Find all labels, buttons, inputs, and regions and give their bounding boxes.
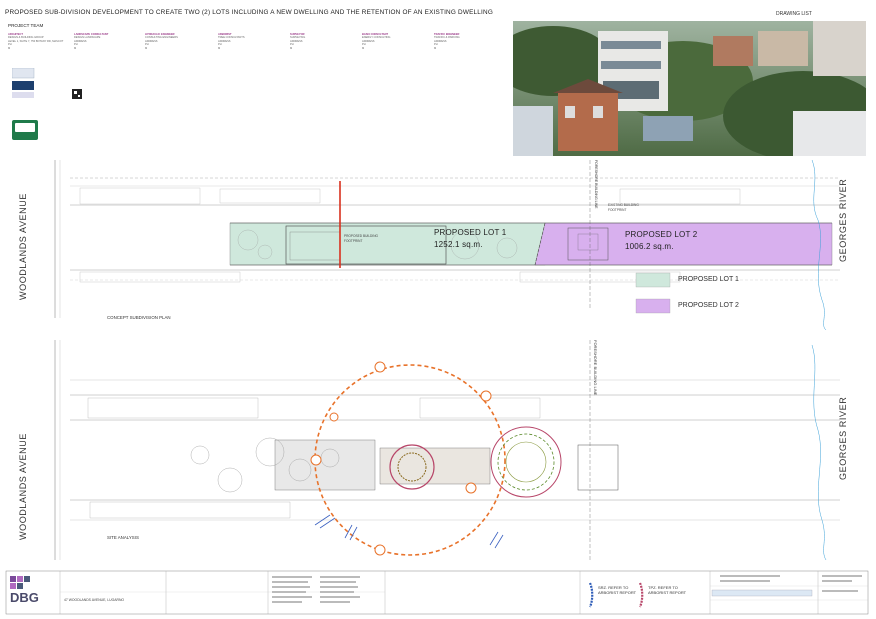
legend-lot1-swatch: [635, 272, 671, 288]
river-name-top: GEORGES RIVER: [838, 178, 848, 262]
foreshore-line-label-top: FORESHORE BUILDING LINE: [594, 160, 598, 209]
srz-circle-a: [389, 444, 435, 490]
lot1-label: PROPOSED LOT 1: [434, 228, 507, 237]
legend-lot2-label: PROPOSED LOT 2: [678, 302, 739, 309]
tree-marker-2: [480, 390, 492, 402]
existing-footprint-label: EXISTING BUILDING FOOTPRINT: [608, 203, 639, 212]
tpz-legend-label: TPZ. REFER TO ARBORIST REPORT: [648, 585, 687, 595]
legend-lot2-swatch: [635, 298, 671, 314]
tree-marker-1: [374, 361, 386, 373]
foreshore-line-label-bottom: FORESHORE BUILDING LINE: [593, 340, 598, 396]
srz-circle-b: [490, 426, 562, 498]
dbg-logo-text: DBG: [10, 590, 39, 605]
proposed-building-footprint: [285, 225, 447, 265]
lot1-area: 1252.1 sq.m.: [434, 240, 483, 249]
tree-marker-5: [374, 544, 386, 556]
srz-legend-symbol: [588, 582, 594, 608]
proposed-footprint-label: PROPOSED BUILDING FOOTPRINT: [344, 234, 379, 243]
drawing-title: PROPOSED SUB-DIVISION DEVELOPMENT TO CRE…: [5, 9, 493, 16]
street-name-bottom: WOODLANDS AVENUE: [18, 433, 28, 540]
lot2-area: 1006.2 sq.m.: [625, 242, 674, 251]
site-address: 47 WOODLANDS AVENUE, LUGARNO: [64, 598, 125, 602]
logo-badge-a: [12, 68, 35, 79]
dbg-logo-mark: [10, 576, 30, 589]
site-analysis-title: SITE ANALYSIS: [107, 535, 139, 540]
house-logo: [12, 81, 34, 90]
street-name-top: WOODLANDS AVENUE: [18, 193, 28, 300]
srz-legend-label: SRZ. REFER TO ARBORIST REPORT: [598, 585, 637, 595]
concept-plan-title: CONCEPT SUBDIVISION PLAN: [107, 315, 171, 320]
drawing-list-heading: DRAWING LIST: [776, 11, 812, 17]
tree-marker-3: [310, 454, 322, 466]
tpz-legend-symbol: [638, 582, 644, 608]
title-block: [5, 570, 869, 615]
lot1-area-shape: [229, 222, 546, 266]
wind-arrows: [314, 514, 504, 549]
lot2-label: PROPOSED LOT 2: [625, 230, 698, 239]
tree-marker-4: [465, 482, 477, 494]
logo-badge-b: [12, 92, 34, 98]
existing-building-footprint: [567, 227, 609, 261]
project-team-heading: PROJECT TEAM: [8, 23, 44, 28]
site-photo: [513, 21, 866, 156]
river-name-bottom: GEORGES RIVER: [838, 396, 848, 480]
legend-lot1-label: PROPOSED LOT 1: [678, 276, 739, 283]
tree-marker-6: [329, 412, 339, 422]
certification-logos: [12, 68, 82, 140]
